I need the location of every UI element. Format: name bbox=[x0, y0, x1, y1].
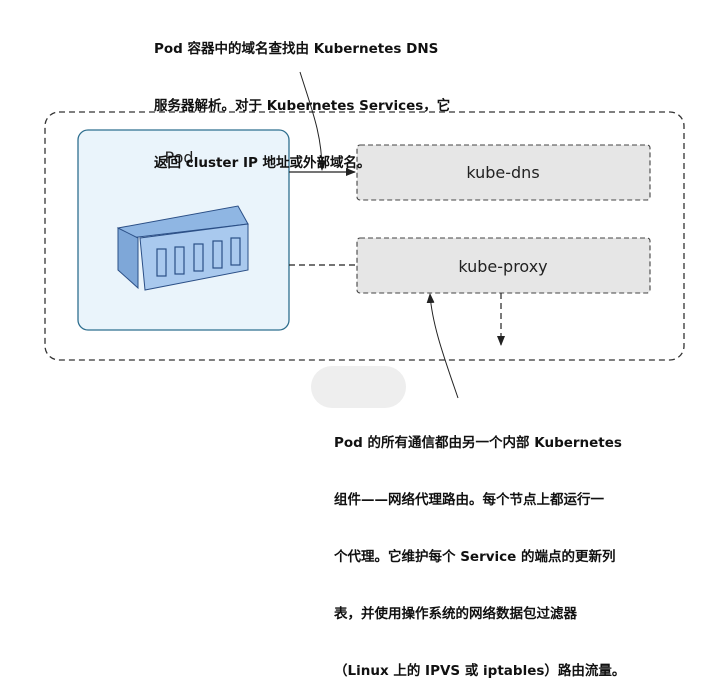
dns-annotation-line: 返回 cluster IP 地址或外部域名。 bbox=[154, 155, 371, 171]
proxy-annotation: Pod 的所有通信都由另一个内部 Kubernetes 组件——网络代理路由。每… bbox=[334, 396, 625, 700]
kube-proxy-label: kube-proxy bbox=[458, 257, 547, 276]
proxy-annotation-line: 个代理。它维护每个 Service 的端点的更新列 bbox=[334, 549, 616, 565]
shipping-container-icon bbox=[116, 205, 249, 291]
dns-annotation: Pod 容器中的域名查找由 Kubernetes DNS 服务器解析。对于 Ku… bbox=[154, 2, 450, 192]
proxy-annotation-line: Pod 的所有通信都由另一个内部 Kubernetes bbox=[334, 435, 622, 451]
kube-dns-box bbox=[356, 144, 651, 201]
dns-annotation-line: Pod 容器中的域名查找由 Kubernetes DNS bbox=[154, 41, 439, 57]
kube-dns-label: kube-dns bbox=[466, 163, 539, 182]
dns-callout-pointer bbox=[299, 71, 326, 171]
kube-proxy-box bbox=[356, 237, 651, 294]
node-boundary bbox=[44, 111, 685, 361]
proxy-callout-pointer bbox=[426, 293, 459, 399]
architecture-diagram: Pod kube-dns kube-proxy bbox=[44, 71, 685, 408]
text-highlight bbox=[311, 366, 406, 408]
proxy-annotation-line: 组件——网络代理路由。每个节点上都运行一 bbox=[334, 492, 604, 508]
proxy-annotation-line: 表，并使用操作系统的网络数据包过滤器 bbox=[334, 606, 577, 622]
dns-annotation-line: 服务器解析。对于 Kubernetes Services，它 bbox=[154, 98, 451, 114]
proxy-annotation-line: （Linux 上的 IPVS 或 iptables）路由流量。 bbox=[334, 663, 626, 679]
pod-label: Pod bbox=[164, 148, 193, 167]
